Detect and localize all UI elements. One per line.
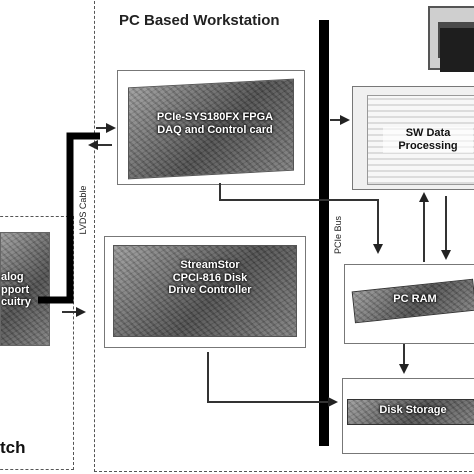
lvds-cable-label: LVDS Cable: [78, 185, 88, 235]
disk-storage-box: Disk Storage: [342, 378, 474, 454]
daq-card-line1: PCIe-SYS180FX FPGA: [156, 111, 274, 123]
left-subsystem-title: tch: [0, 438, 26, 457]
sw-processing-line2: Processing: [398, 140, 458, 153]
disk-controller-line3: Drive Controller: [168, 284, 252, 297]
pcie-bus-label: PCIe Bus: [333, 215, 343, 255]
support-line: pport: [1, 283, 30, 296]
analog-support-board-image: alog pport cuitry: [0, 232, 50, 346]
sw-processing-line1: SW Data: [405, 127, 451, 139]
analog-line: alog: [1, 271, 24, 283]
pc-ram-box: PC RAM: [344, 264, 474, 344]
pc-ram-label: PC RAM: [393, 293, 437, 305]
disk-storage-image: [347, 399, 474, 425]
disk-controller-image: [113, 245, 297, 337]
disk-storage-label: Disk Storage: [379, 404, 447, 416]
pcie-bus-bar: [319, 20, 329, 446]
workstation-title: PC Based Workstation: [119, 12, 280, 29]
daq-card-line2: DAQ and Control card: [157, 123, 273, 136]
sw-processing-box: SW Data Processing: [352, 86, 474, 190]
left-subsystem-frame: [0, 216, 74, 470]
daq-card-box: PCIe-SYS180FX FPGA DAQ and Control card: [117, 70, 305, 185]
monitor-screen-inner: [440, 28, 474, 72]
disk-controller-line1: StreamStor: [180, 259, 240, 271]
analog-board-label: alog pport cuitry: [1, 271, 49, 309]
disk-controller-label: StreamStor CPCI-816 Disk Drive Controlle…: [145, 259, 275, 297]
disk-controller-box: StreamStor CPCI-816 Disk Drive Controlle…: [104, 236, 306, 348]
daq-card-label: PCIe-SYS180FX FPGA DAQ and Control card: [140, 111, 290, 136]
circuitry-line: cuitry: [1, 296, 31, 309]
sw-processing-label: SW Data Processing: [383, 127, 473, 154]
disk-controller-line2: CPCI-816 Disk: [172, 271, 248, 284]
